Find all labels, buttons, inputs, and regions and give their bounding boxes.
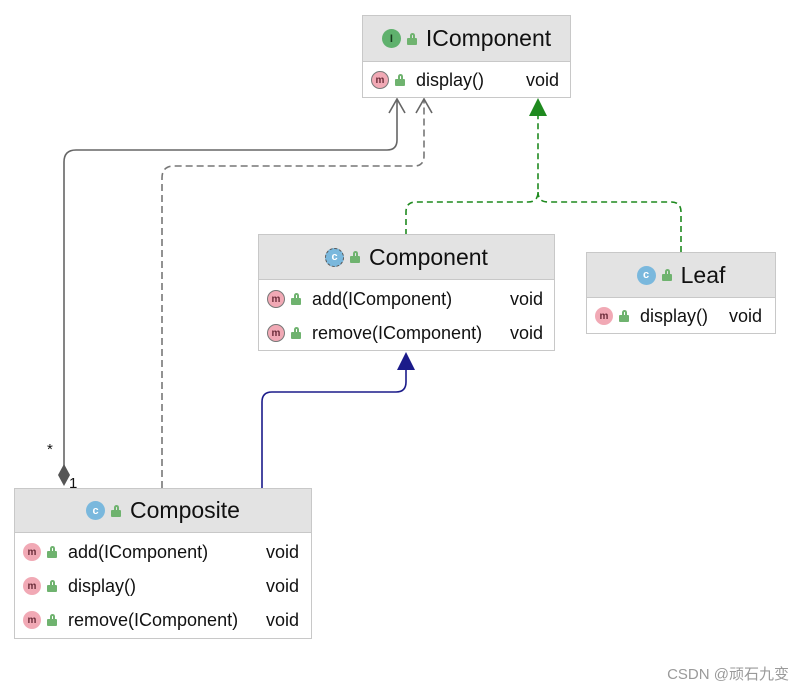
public-lock-icon bbox=[291, 327, 302, 339]
class-header: I IComponent bbox=[363, 16, 570, 62]
implements-open-arrowhead bbox=[415, 97, 433, 114]
implements-edge-component bbox=[405, 110, 539, 235]
method-return-type: void bbox=[729, 305, 763, 326]
method-signature: add(IComponent) bbox=[68, 541, 209, 562]
public-lock-icon bbox=[291, 293, 302, 305]
class-header: c Composite bbox=[15, 489, 311, 533]
method-signature: remove(IComponent) bbox=[312, 322, 483, 343]
public-lock-icon bbox=[47, 614, 58, 626]
class-composite[interactable]: c Composite m add(IComponent) void m dis… bbox=[14, 488, 312, 639]
method-signature: display() bbox=[68, 575, 137, 596]
method-icon: m bbox=[23, 577, 41, 595]
public-lock-icon bbox=[395, 74, 406, 86]
public-lock-icon bbox=[661, 269, 673, 281]
class-component[interactable]: c Component m add(IComponent) void m rem… bbox=[258, 234, 555, 351]
aggregation-edge bbox=[63, 100, 398, 466]
implements-edge-leaf bbox=[537, 191, 682, 252]
public-lock-icon bbox=[350, 251, 361, 263]
class-icomponent[interactable]: I IComponent m display() void bbox=[362, 15, 571, 98]
method-signature: add(IComponent) bbox=[312, 288, 453, 309]
class-name: Component bbox=[369, 243, 488, 270]
watermark: CSDN @顽石九变 bbox=[667, 666, 789, 683]
method-signature: display() bbox=[640, 305, 709, 326]
class-name: IComponent bbox=[425, 25, 552, 51]
method-return-type: void bbox=[266, 541, 300, 562]
method-icon: m bbox=[23, 611, 41, 629]
class-leaf[interactable]: c Leaf m display() void bbox=[586, 252, 776, 334]
abstract-method-icon: m bbox=[371, 71, 389, 89]
method-return-type: void bbox=[510, 322, 544, 343]
method-row[interactable]: m display() void bbox=[15, 569, 311, 603]
public-lock-icon bbox=[406, 32, 418, 45]
method-return-type: void bbox=[526, 69, 560, 90]
abstract-method-icon: m bbox=[267, 324, 285, 342]
class-header: c Component bbox=[259, 235, 554, 280]
public-lock-icon bbox=[111, 504, 122, 517]
multiplicity-one: 1 bbox=[69, 475, 78, 492]
abstract-method-icon: m bbox=[267, 290, 285, 308]
interface-icon: I bbox=[381, 29, 401, 48]
class-name: Composite bbox=[130, 497, 240, 523]
method-return-type: void bbox=[266, 609, 300, 630]
method-return-type: void bbox=[266, 575, 300, 596]
aggregation-diamond bbox=[58, 464, 70, 486]
abstract-class-icon: c bbox=[325, 247, 345, 267]
implements-edge-composite bbox=[161, 100, 425, 488]
method-row[interactable]: m add(IComponent) void bbox=[15, 535, 311, 569]
method-row[interactable]: m remove(IComponent) void bbox=[15, 603, 311, 637]
method-row[interactable]: m remove(IComponent) void bbox=[259, 316, 554, 350]
method-icon: m bbox=[23, 543, 41, 561]
method-list: m display() void bbox=[587, 298, 775, 334]
method-signature: remove(IComponent) bbox=[68, 609, 239, 630]
class-icon: c bbox=[636, 265, 656, 285]
class-icon: c bbox=[86, 501, 106, 520]
method-list: m add(IComponent) void m display() void … bbox=[15, 533, 311, 639]
method-row[interactable]: m add(IComponent) void bbox=[259, 282, 554, 316]
method-icon: m bbox=[595, 307, 613, 325]
implements-arrowhead bbox=[529, 98, 547, 116]
method-list: m add(IComponent) void m remove(ICompone… bbox=[259, 280, 554, 352]
method-row[interactable]: m display() void bbox=[363, 64, 570, 96]
public-lock-icon bbox=[47, 546, 58, 558]
class-header: c Leaf bbox=[587, 253, 775, 298]
class-name: Leaf bbox=[680, 261, 726, 288]
public-lock-icon bbox=[619, 310, 630, 322]
multiplicity-many: * bbox=[47, 441, 53, 458]
method-return-type: void bbox=[510, 288, 544, 309]
method-list: m display() void bbox=[363, 62, 570, 98]
aggregation-open-arrowhead bbox=[388, 97, 406, 114]
extends-arrowhead bbox=[397, 352, 415, 370]
extends-edge-composite bbox=[261, 370, 407, 488]
method-row[interactable]: m display() void bbox=[587, 300, 775, 332]
public-lock-icon bbox=[47, 580, 58, 592]
method-signature: display() bbox=[416, 69, 485, 90]
